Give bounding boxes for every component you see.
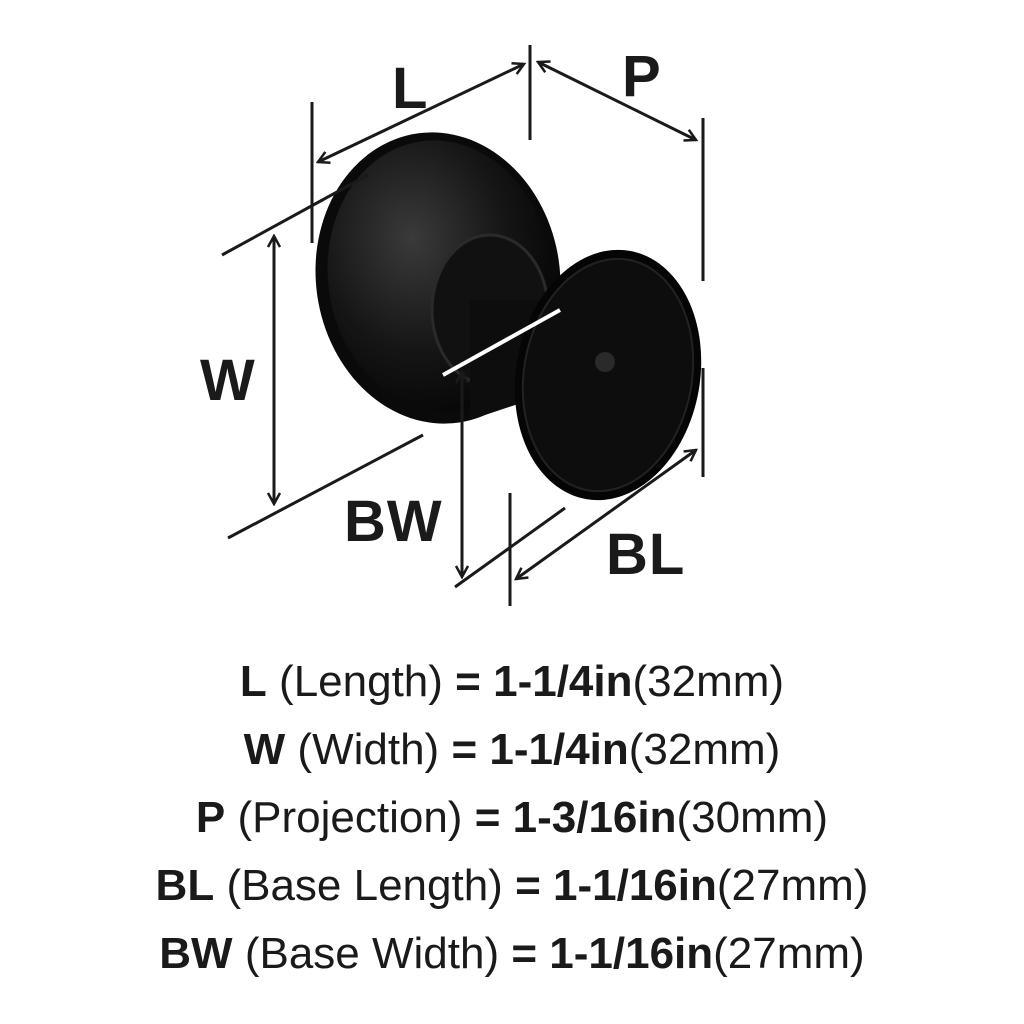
spec-code: W [243,725,286,774]
spec-row-width: W (Width) = 1-1/4in(32mm) [0,716,1024,784]
label-W: W [200,348,256,413]
spec-metric: (30mm) [676,793,829,842]
spec-equals: = [515,861,541,910]
spec-equals: = [451,725,478,774]
spec-code: BL [155,861,215,910]
spec-name: (Width) [297,725,440,774]
label-BL: BL [606,522,686,587]
spec-imperial: 1-1/4in [489,725,629,774]
spec-code: P [195,793,226,842]
spec-imperial: 1-1/16in [553,861,717,910]
label-BW: BW [344,489,443,554]
spec-row-length: L (Length) = 1-1/4in(32mm) [0,648,1024,716]
knob-dimension-diagram: L P W BW BL [200,44,705,606]
spec-metric: (27mm) [713,929,865,978]
label-P: P [622,44,662,109]
dimension-specs: L (Length) = 1-1/4in(32mm) W (Width) = 1… [0,648,1024,988]
spec-row-projection: P (Projection) = 1-3/16in(30mm) [0,784,1024,852]
spec-row-base-length: BL (Base Length) = 1-1/16in(27mm) [0,852,1024,920]
spec-name: (Projection) [237,793,463,842]
spec-metric: (27mm) [716,861,869,910]
spec-imperial: 1-3/16in [512,793,677,842]
spec-name: (Base Width) [244,929,500,978]
spec-metric: (32mm) [628,725,781,774]
spec-imperial: 1-1/16in [549,929,714,978]
spec-metric: (32mm) [632,657,785,706]
spec-name: (Base Length) [226,861,503,910]
spec-code: L [239,657,267,706]
spec-imperial: 1-1/4in [493,657,633,706]
spec-equals: = [511,929,538,978]
spec-name: (Length) [279,657,443,706]
dimension-lines [221,45,705,606]
spec-row-base-width: BW (Base Width) = 1-1/16in(27mm) [0,920,1024,988]
label-L: L [392,56,429,121]
spec-code: BW [159,929,233,978]
knob-illustration [221,45,705,606]
spec-equals: = [474,793,501,842]
spec-equals: = [455,657,481,706]
